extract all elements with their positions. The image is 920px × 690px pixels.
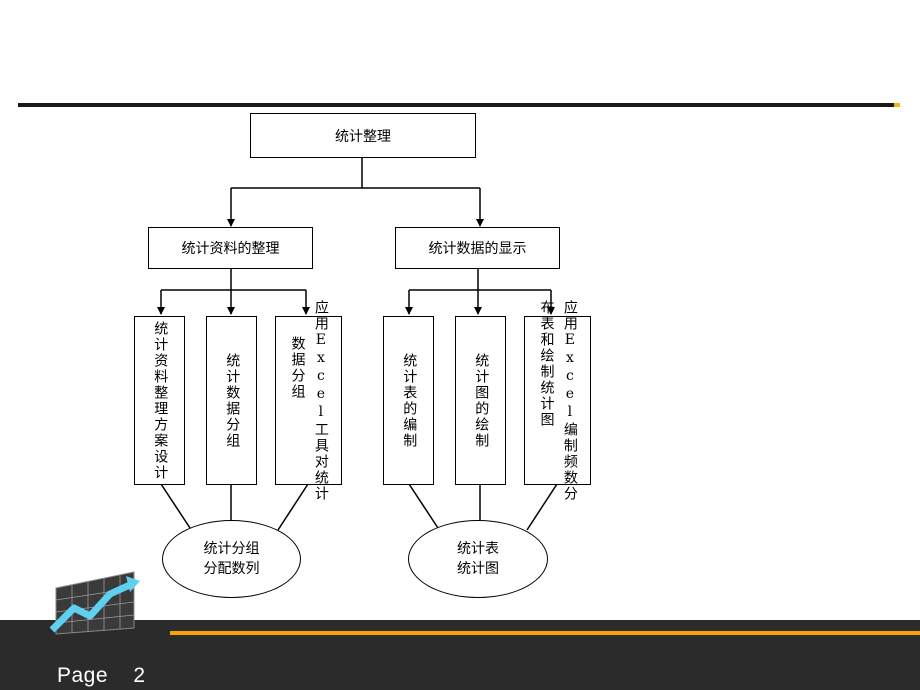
footer-accent-line	[170, 631, 920, 635]
header-divider	[18, 103, 894, 107]
page-label-text: Page	[57, 664, 109, 687]
right-child-3-node: 应用Excel编制频数分 布表和绘制统计图	[524, 300, 591, 502]
page-indicator: Page 2	[57, 664, 146, 688]
rising-chart-icon	[49, 571, 140, 635]
root-node-label: 统计整理	[335, 128, 391, 145]
left-child-2-label: 统计数据分组	[224, 352, 241, 449]
left-result-line1: 统计分组	[203, 540, 260, 557]
left-child-3-label-line1: 应用Excel工具对统计	[312, 299, 329, 502]
left-result-line2: 分配数列	[203, 561, 260, 577]
page-number: 2	[133, 664, 146, 687]
right-result-line2: 统计图	[457, 561, 499, 577]
link-left-child-3	[277, 483, 309, 531]
left-child-1-label: 统计资料整理方案设计	[152, 320, 169, 481]
right-child-3-label-line1: 应用Excel编制频数分	[561, 299, 578, 502]
right-result-line1: 统计表	[457, 540, 499, 557]
link-left-child-1	[160, 483, 191, 529]
right-child-3-columns: 应用Excel编制频数分 布表和绘制统计图	[538, 299, 578, 502]
right-child-3-label-line2: 布表和绘制统计图	[538, 299, 555, 428]
header-divider-tip	[894, 103, 900, 107]
left-result-ellipse: 统计分组 分配数列	[162, 520, 301, 598]
left-child-3-label-line2: 数据分组	[289, 335, 306, 400]
right-child-2-label: 统计图的绘制	[473, 352, 490, 449]
left-child-3-node: 应用Excel工具对统计 数据分组	[275, 300, 342, 502]
left-branch-node: 统计资料的整理	[148, 227, 313, 269]
right-result-ellipse: 统计表 统计图	[408, 520, 548, 598]
right-branch-node: 统计数据的显示	[395, 227, 560, 269]
left-child-2-node: 统计数据分组	[206, 316, 257, 485]
link-right-child-3	[526, 483, 558, 531]
left-child-1-node: 统计资料整理方案设计	[134, 316, 185, 485]
right-child-1-node: 统计表的编制	[383, 316, 434, 485]
left-branch-label: 统计资料的整理	[181, 241, 280, 257]
right-child-2-node: 统计图的绘制	[455, 316, 506, 485]
left-child-3-columns: 应用Excel工具对统计 数据分组	[289, 299, 329, 502]
right-branch-label: 统计数据的显示	[428, 241, 527, 257]
right-child-1-label: 统计表的编制	[401, 352, 418, 449]
link-right-child-1	[408, 483, 439, 529]
root-node: 统计整理	[250, 113, 476, 158]
